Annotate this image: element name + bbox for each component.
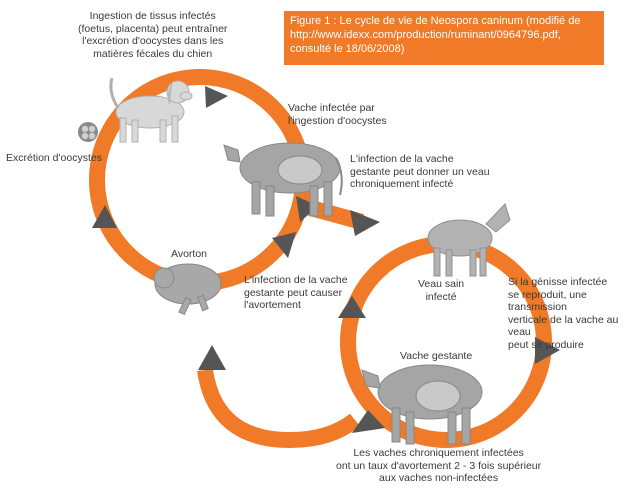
arrow-bottom — [352, 410, 385, 433]
label-avortement-taux: Les vaches chroniquement infectées ont u… — [336, 447, 542, 484]
fetus-icon — [153, 263, 222, 316]
label-excretion: Excrétion d'oocystes — [6, 152, 102, 164]
arrow-connector — [350, 210, 380, 236]
oocyst-icon — [78, 122, 98, 142]
label-infection-veau: L'infection de la vache gestante peut do… — [350, 153, 490, 190]
cow-icon — [223, 142, 343, 217]
pregnant-cow-icon — [361, 364, 483, 445]
abortion-swoop — [197, 368, 360, 449]
label-genisse: Si la génisse infectée se reproduit, une… — [508, 276, 619, 351]
cycle-arrows — [92, 86, 560, 433]
arrow-lower-right — [535, 337, 560, 364]
label-vache-gestante: Vache gestante — [400, 350, 473, 362]
label-ingestion-tissus: Ingestion de tissus infectés (foetus, pl… — [78, 10, 228, 60]
label-veau-sain: Veau sain infecté — [418, 278, 465, 303]
arrow-left — [92, 205, 117, 228]
label-vache-infectee: Vache infectée par l'ingestion d'oocyste… — [288, 102, 387, 127]
label-avorton: Avorton — [171, 248, 207, 260]
label-infection-avortement: L'infection de la vache gestante peut ca… — [244, 274, 348, 311]
arrow-swoop — [198, 345, 226, 370]
dog-icon — [109, 77, 193, 143]
arrow-right — [296, 196, 318, 222]
calf-icon — [427, 203, 511, 277]
arrow-inner — [272, 232, 296, 258]
arrow-lower-left — [338, 296, 366, 318]
arrow-top — [205, 86, 228, 108]
figure-caption: Figure 1 : Le cycle de vie de Neospora c… — [284, 11, 604, 65]
